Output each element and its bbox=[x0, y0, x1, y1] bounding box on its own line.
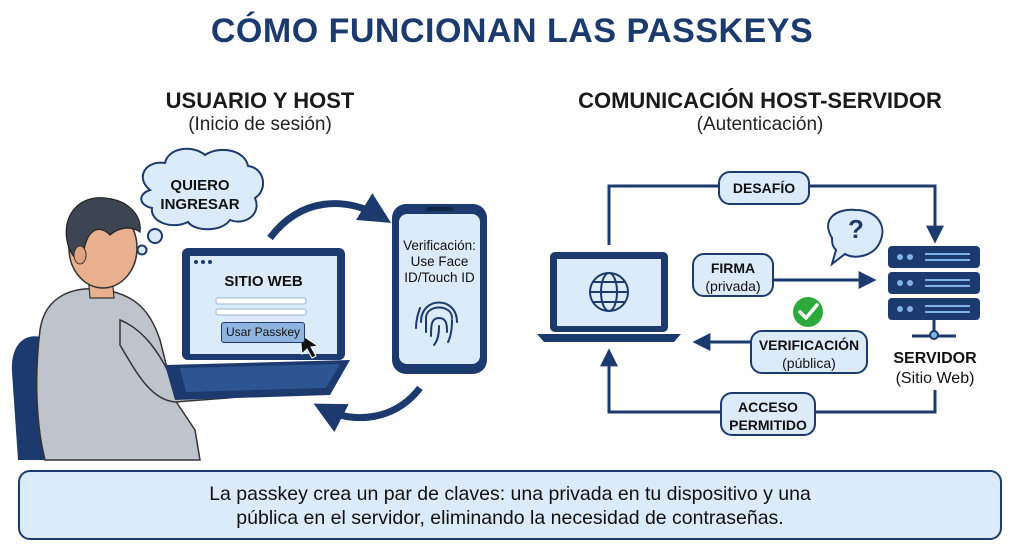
question-mark: ? bbox=[848, 214, 864, 244]
thought-line-2: INGRESAR bbox=[160, 196, 240, 213]
question-bubble bbox=[827, 208, 884, 267]
verification-pill: VERIFICACIÓN (pública) bbox=[750, 330, 868, 374]
verification-line-2: (pública) bbox=[782, 355, 836, 371]
arrow-to-laptop bbox=[313, 385, 423, 433]
phone-line-1: Verificación: bbox=[403, 238, 476, 253]
signature-line-2: (privada) bbox=[705, 278, 761, 294]
left-subheading: (Inicio de sesión) bbox=[188, 114, 332, 135]
footer-line-2: pública en el servidor, eliminando la ne… bbox=[236, 507, 784, 529]
phone-text: Verificación: Use Face ID/Touch ID bbox=[399, 238, 480, 286]
page-title: CÓMO FUNCIONAN LAS PASSKEYS bbox=[210, 12, 814, 50]
signature-line-1: FIRMA bbox=[710, 260, 756, 276]
challenge-pill: DESAFÍO bbox=[718, 171, 810, 205]
phone-line-2: Use Face bbox=[410, 254, 469, 269]
access-line-2: PERMITIDO bbox=[729, 417, 807, 433]
right-heading: COMUNICACIÓN HOST-SERVIDOR bbox=[578, 88, 942, 113]
globe-icon bbox=[589, 272, 629, 312]
thought-bubble bbox=[136, 147, 264, 256]
laptop-right bbox=[537, 252, 681, 342]
fingerprint-icon bbox=[415, 301, 458, 346]
thought-text: QUIERO INGRESAR bbox=[155, 176, 245, 214]
access-line-1: ACCESO bbox=[738, 399, 798, 415]
use-passkey-button[interactable]: Usar Passkey bbox=[221, 322, 305, 343]
server-icon bbox=[888, 246, 980, 340]
right-subheading: (Autenticación) bbox=[696, 114, 824, 135]
check-icon bbox=[793, 297, 823, 327]
footer-line-1: La passkey crea un par de claves: una pr… bbox=[209, 483, 811, 505]
phone bbox=[392, 204, 487, 374]
thought-line-1: QUIERO bbox=[170, 177, 230, 194]
signature-pill: FIRMA (privada) bbox=[692, 253, 774, 297]
server-sublabel: (Sitio Web) bbox=[895, 370, 975, 387]
verification-line-1: VERIFICACIÓN bbox=[758, 337, 860, 353]
phone-line-3: ID/Touch ID bbox=[404, 270, 475, 285]
arrow-to-phone bbox=[267, 193, 392, 241]
left-heading: USUARIO Y HOST bbox=[165, 88, 355, 113]
access-pill: ACCESO PERMITIDO bbox=[720, 392, 816, 436]
footer-note: La passkey crea un par de claves: una pr… bbox=[18, 470, 1002, 540]
site-title: SITIO WEB bbox=[224, 273, 303, 290]
person-illustration bbox=[11, 197, 253, 461]
server-label: SERVIDOR bbox=[893, 350, 977, 367]
